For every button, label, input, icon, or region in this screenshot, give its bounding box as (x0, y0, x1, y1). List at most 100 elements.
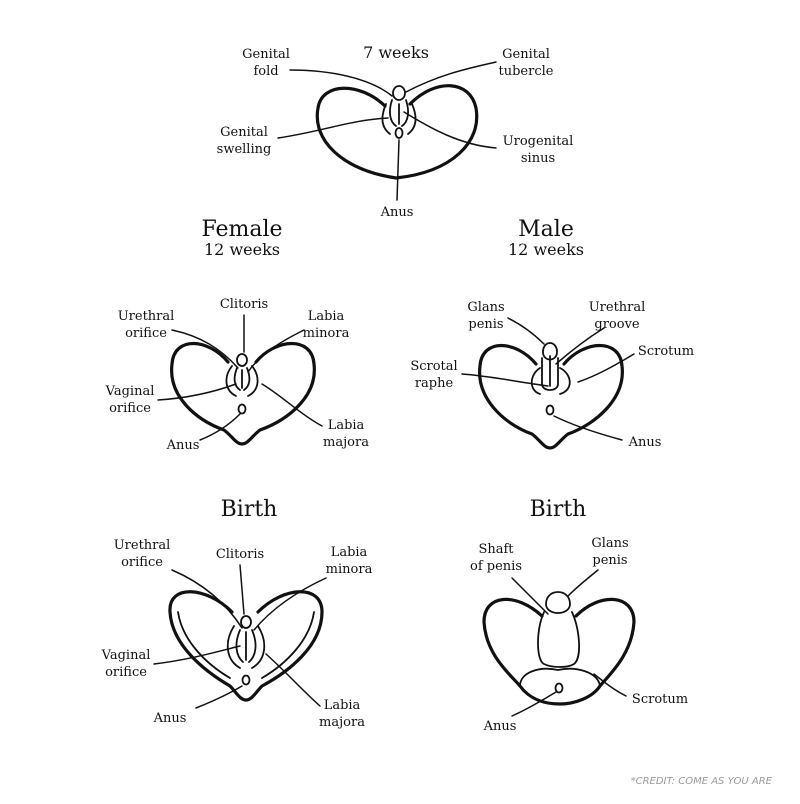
anus-shape-male-12w (545, 404, 555, 416)
genital-fold-inner-right (401, 99, 409, 127)
leader-urethral-groove-12w (555, 327, 605, 365)
label-urogenital-sinus-2: sinus (521, 151, 555, 166)
leader-clitoris-birth (239, 564, 245, 615)
subtitle-female-12-weeks: 12 weeks (204, 240, 280, 259)
labia-majora-right-birth (251, 625, 266, 669)
leader-anus-male-12w (553, 415, 623, 441)
label-vaginal-orifice-birth-2: orifice (105, 665, 147, 680)
panel-7-weeks: 7 weeks Genital fold Genital tubercle Ge… (217, 43, 574, 220)
labia-minora-right-12w (243, 367, 251, 391)
title-female: Female (201, 217, 282, 242)
label-anus-7-weeks: Anus (380, 205, 414, 220)
label-urethral-orifice-12w-2: orifice (125, 326, 167, 341)
anus-shape-7-weeks (394, 127, 404, 139)
label-glans-penis-birth-2: penis (592, 553, 627, 568)
label-scrotal-raphe-12w-1: Scrotal (410, 359, 457, 374)
label-glans-penis-12w-2: penis (468, 317, 503, 332)
scrotum-shape-birth (519, 667, 601, 687)
label-labia-minora-birth-1: Labia (331, 545, 368, 560)
leader-labia-majora-12w (261, 383, 323, 427)
label-anus-female-12w: Anus (166, 438, 200, 453)
title-male-birth: Birth (530, 497, 587, 522)
outline-female-birth (168, 590, 324, 702)
leader-scrotum-12w (577, 353, 635, 383)
scrotum-left-12w (530, 367, 541, 395)
glans-penis-shape-12w (542, 342, 558, 361)
leader-urogenital-sinus (403, 111, 497, 149)
labia-majora-left-12w (225, 365, 237, 397)
title-male: Male (518, 217, 574, 242)
genital-fold-right (407, 103, 417, 135)
leader-genital-fold (289, 69, 393, 97)
label-vaginal-orifice-birth-1: Vaginal (101, 648, 151, 663)
label-genital-swelling-2: swelling (217, 142, 272, 157)
genital-fold-inner-left (389, 99, 397, 127)
genital-tubercle-shape (392, 85, 406, 101)
clitoris-shape-birth (240, 615, 252, 629)
clitoris-shape-12w (236, 353, 248, 367)
label-vaginal-orifice-12w-1: Vaginal (105, 384, 155, 399)
label-anus-female-birth: Anus (153, 711, 187, 726)
leader-labia-majora-birth (265, 653, 321, 707)
leader-anus-female-birth (195, 685, 243, 709)
outline-male-12-weeks (478, 343, 624, 450)
outline-7-weeks (315, 84, 479, 180)
label-labia-majora-12w-2: majora (323, 435, 369, 450)
leader-urethral-orifice-12w (171, 329, 239, 369)
panel-male-birth: Birth Shaft of penis Glans penis Scrotum… (470, 497, 688, 734)
label-anus-male-12w: Anus (628, 435, 662, 450)
panel-female-12-weeks: Female 12 weeks Urethral orifice Clitori… (105, 217, 370, 453)
label-anus-male-birth: Anus (483, 719, 517, 734)
leader-anus-7-weeks (396, 139, 400, 201)
label-urethral-groove-12w-1: Urethral (589, 300, 646, 315)
label-genital-swelling-1: Genital (220, 125, 268, 140)
panel-female-birth: Birth Urethral orifice Clitoris Labia mi… (101, 497, 373, 730)
labia-minora-left-birth (235, 629, 244, 663)
label-shaft-of-penis-birth-2: of penis (470, 559, 522, 574)
label-urogenital-sinus-1: Urogenital (503, 134, 574, 149)
label-labia-minora-12w-2: minora (303, 326, 350, 341)
leader-anus-female-12w (199, 413, 241, 441)
inner-outline-right-birth-f (261, 611, 315, 679)
leader-anus-male-birth (511, 691, 557, 717)
glans-penis-shape-birth (545, 591, 571, 614)
label-scrotal-raphe-12w-2: raphe (415, 376, 454, 391)
leader-labia-minora-birth (253, 577, 327, 631)
anus-shape-female-12w (237, 403, 247, 415)
label-genital-fold-1: Genital (242, 47, 290, 62)
label-urethral-orifice-12w-1: Urethral (118, 309, 175, 324)
label-vaginal-orifice-12w-2: orifice (109, 401, 151, 416)
leader-scrotal-raphe-12w (461, 373, 549, 387)
outline-male-birth (482, 597, 636, 706)
label-urethral-orifice-birth-2: orifice (121, 555, 163, 570)
credit-text: *CREDIT: COME AS YOU ARE (631, 776, 773, 787)
title-7-weeks: 7 weeks (363, 43, 429, 62)
penis-shaft-shape-birth (537, 611, 580, 668)
leader-urethral-orifice-birth (171, 569, 243, 629)
label-genital-tubercle-2: tubercle (499, 64, 554, 79)
leader-vaginal-orifice-birth (153, 645, 241, 665)
leader-genital-tubercle (405, 61, 497, 93)
label-glans-penis-birth-1: Glans (591, 536, 628, 551)
scrotum-right-12w (559, 367, 571, 395)
leader-glans-penis-12w (507, 317, 545, 345)
panel-male-12-weeks: Male 12 weeks Glans penis Urethral groov… (410, 217, 694, 450)
label-genital-tubercle-1: Genital (502, 47, 550, 62)
leader-genital-swelling (277, 117, 389, 139)
labia-majora-left-birth (226, 625, 241, 669)
label-clitoris-birth: Clitoris (216, 547, 264, 562)
anus-shape-male-birth (554, 682, 564, 694)
leader-vaginal-orifice-12w (157, 383, 237, 401)
label-urethral-orifice-birth-1: Urethral (114, 538, 171, 553)
subtitle-male-12-weeks: 12 weeks (508, 240, 584, 259)
inner-outline-left-birth-f (177, 611, 231, 679)
label-scrotum-12w: Scrotum (638, 344, 694, 359)
genital-fold-left (381, 103, 391, 135)
labia-minora-right-birth (248, 629, 257, 663)
label-labia-majora-birth-1: Labia (324, 698, 361, 713)
leader-shaft-of-penis-birth (511, 577, 549, 615)
label-labia-minora-12w-1: Labia (308, 309, 345, 324)
label-labia-majora-birth-2: majora (319, 715, 365, 730)
